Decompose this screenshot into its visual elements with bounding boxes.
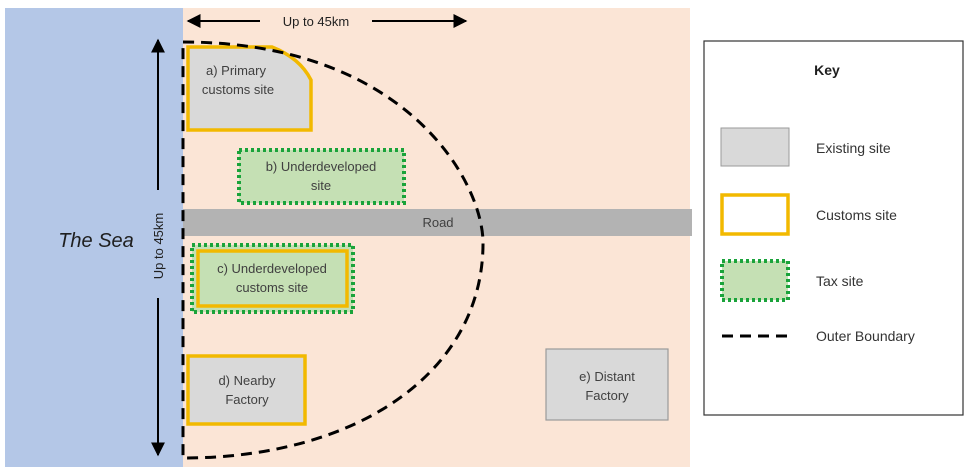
road (183, 209, 692, 236)
outer-boundary (181, 40, 485, 460)
horizontal-distance-label: Up to 45km (283, 14, 349, 29)
site-d-nearby-factory (186, 354, 307, 426)
key-label-existing: Existing site (816, 140, 891, 156)
site-d-label-line1: d) Nearby (218, 373, 276, 388)
site-a-primary-customs (186, 45, 313, 132)
key-label-customs: Customs site (816, 207, 897, 223)
site-e-label-line2: Factory (585, 388, 629, 403)
sea-area (5, 8, 183, 467)
site-e-distant-factory (545, 348, 669, 421)
key-swatch-tax (720, 259, 790, 302)
key-swatch-customs (720, 193, 790, 236)
key-swatch-existing (720, 127, 790, 167)
site-c-underdeveloped-customs (196, 249, 349, 308)
site-d-label-line2: Factory (225, 392, 269, 407)
site-c-label-line1: c) Underdeveloped (217, 261, 327, 276)
site-b-label-line2: site (311, 178, 331, 193)
road-label: Road (422, 215, 453, 230)
site-b-label-line1: b) Underdeveloped (266, 159, 377, 174)
site-b-underdeveloped (237, 148, 406, 205)
site-e-label-line1: e) Distant (579, 369, 635, 384)
key-title: Key (814, 62, 840, 78)
site-c-label-line2: customs site (236, 280, 308, 295)
sea-label: The Sea (58, 230, 134, 252)
site-a-label-line1: a) Primary (206, 63, 266, 78)
site-a-label-line2: customs site (202, 82, 274, 97)
vertical-distance-label: Up to 45km (151, 213, 166, 279)
key-label-boundary: Outer Boundary (816, 328, 915, 344)
key-label-tax: Tax site (816, 273, 864, 289)
